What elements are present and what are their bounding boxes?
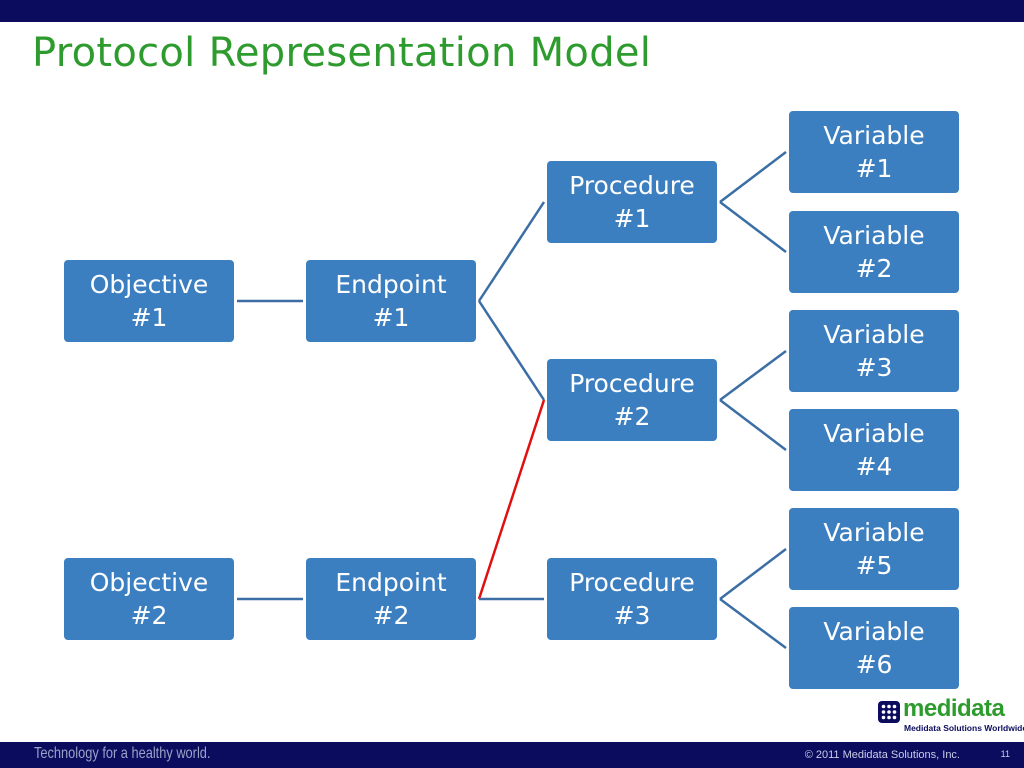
procedure-1-box: Procedure #1 [547,161,717,243]
connector-procedure-1-to-variable-2 [719,201,787,253]
node-number: #3 [855,353,893,382]
node-label: Variable [823,518,925,547]
connector-procedure-2-to-variable-3 [719,349,787,402]
objective-1-box: Objective #1 [64,260,234,342]
variable-3-box: Variable #3 [789,310,959,392]
endpoint-2-box: Endpoint #2 [306,558,476,640]
node-number: #2 [613,402,651,431]
node-label: Variable [823,617,925,646]
node-number: #1 [855,154,893,183]
node-label: Variable [823,320,925,349]
node-number: #2 [372,601,410,630]
copyright-text: © 2011 Medidata Solutions, Inc. [804,749,960,761]
connector-procedure-1-to-variable-1 [719,151,787,203]
node-number: #1 [372,303,410,332]
node-label: Variable [823,419,925,448]
procedure-2-box: Procedure #2 [547,359,717,441]
node-number: #3 [613,601,651,630]
connector-procedure-2-to-variable-4 [719,399,787,451]
procedure-3-box: Procedure #3 [547,558,717,640]
page-number: 11 [1000,749,1010,759]
connector-procedure-3-to-variable-5 [719,548,787,600]
endpoint-1-box: Endpoint #1 [306,260,476,342]
variable-4-box: Variable #4 [789,409,959,491]
node-label: Procedure [569,369,695,398]
footer-bar: Technology for a healthy world. © 2011 M… [0,742,1024,768]
node-label: Objective [89,568,209,597]
node-number: #2 [130,601,168,630]
top-bar [0,0,1024,22]
logo-wordmark: medidata [903,695,1005,722]
variable-2-box: Variable #2 [789,211,959,293]
connector-endpoint-2-to-procedure-2 [477,399,546,600]
node-label: Variable [823,121,925,150]
medidata-logo: medidata Medidata Solutions Worldwide [878,695,1024,740]
objective-2-box: Objective #2 [64,558,234,640]
slide-title: Protocol Representation Model [32,30,652,76]
connector-endpoint-1-to-procedure-2 [477,300,546,401]
connector-procedure-3-to-variable-6 [719,597,787,650]
node-number: #6 [855,650,893,679]
dot-grid-icon [878,701,900,723]
node-label: Endpoint [335,568,447,597]
node-label: Procedure [569,568,695,597]
node-number: #4 [855,452,893,481]
node-label: Variable [823,221,925,250]
connector-endpoint-1-to-procedure-1 [477,201,546,302]
node-number: #1 [613,204,651,233]
node-number: #5 [855,551,893,580]
variable-5-box: Variable #5 [789,508,959,590]
node-label: Objective [89,270,209,299]
node-label: Endpoint [335,270,447,299]
node-number: #1 [130,303,168,332]
node-label: Procedure [569,171,695,200]
logo-tagline: Medidata Solutions Worldwide [904,723,1024,733]
node-number: #2 [855,254,893,283]
footer-tagline: Technology for a healthy world. [34,745,211,762]
variable-1-box: Variable #1 [789,111,959,193]
variable-6-box: Variable #6 [789,607,959,689]
